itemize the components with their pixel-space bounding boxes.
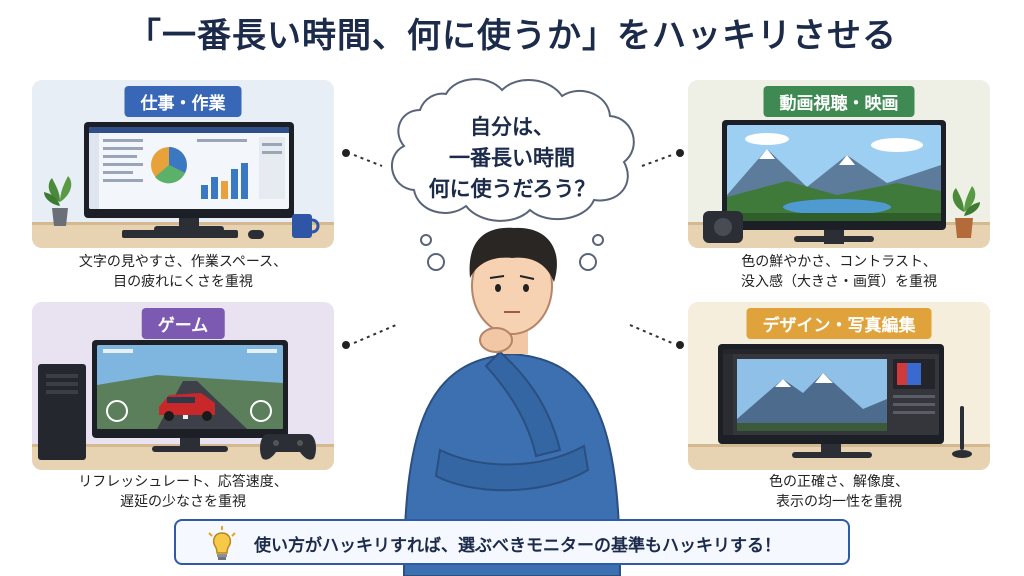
caption-design: 色の正確さ、解像度、 表示の均一性を重視 bbox=[769, 474, 909, 510]
game-controller-icon bbox=[260, 434, 316, 460]
panel-game: ゲーム bbox=[32, 302, 334, 470]
mouse bbox=[248, 230, 264, 239]
footer-banner: 使い方がハッキリすれば、選ぶべきモニターの基準もハッキリする！ bbox=[174, 519, 850, 565]
tag-work: 仕事・作業 bbox=[124, 86, 242, 117]
connector-top-left bbox=[342, 149, 383, 167]
plant-icon bbox=[44, 176, 72, 226]
pc-tower bbox=[38, 364, 86, 460]
lightbulb-icon bbox=[208, 526, 236, 560]
work-monitor bbox=[84, 122, 294, 218]
panel-design: デザイン・写真編集 bbox=[688, 302, 990, 470]
connector-bottom-left bbox=[342, 324, 397, 349]
tag-game: ゲーム bbox=[141, 308, 225, 339]
stylus-icon bbox=[952, 406, 972, 458]
game-monitor bbox=[92, 340, 288, 438]
keyboard bbox=[122, 230, 238, 238]
connector-bottom-right bbox=[629, 324, 684, 349]
panel-work: 仕事・作業 bbox=[32, 80, 334, 248]
video-monitor bbox=[722, 120, 946, 230]
page-title: 「一番長い時間、何に使うか」をハッキリさせる bbox=[127, 16, 897, 56]
design-monitor bbox=[718, 344, 944, 444]
plant-icon bbox=[952, 186, 980, 238]
tag-design: デザイン・写真編集 bbox=[746, 308, 932, 339]
footer-text: 使い方がハッキリすれば、選ぶべきモニターの基準もハッキリする！ bbox=[254, 536, 781, 556]
mug-icon bbox=[292, 214, 320, 238]
caption-video: 色の鮮やかさ、コントラスト、 没入感（大きさ・画質）を重視 bbox=[741, 254, 937, 290]
thought-text: 自分は、 一番長い時間 何に使うだろう？ bbox=[428, 115, 596, 201]
thought-bubble bbox=[391, 78, 635, 222]
connector-top-right bbox=[641, 149, 684, 167]
tag-video: 動画視聴・映画 bbox=[763, 86, 915, 117]
panel-video: 動画視聴・映画 bbox=[688, 80, 990, 248]
speaker-icon bbox=[703, 211, 743, 243]
caption-game: リフレッシュレート、応答速度、 遅延の少なさを重視 bbox=[78, 474, 288, 510]
caption-work: 文字の見やすさ、作業スペース、 目の疲れにくさを重視 bbox=[78, 254, 288, 290]
